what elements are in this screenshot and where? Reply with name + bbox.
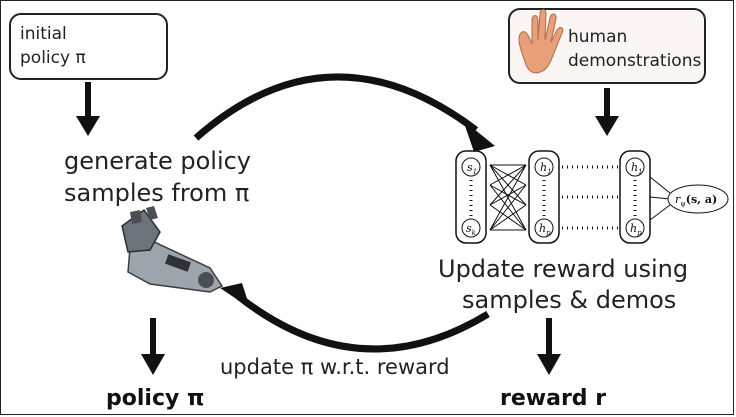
- arrow-policy-down: [141, 318, 165, 375]
- arrow-reward-down: [537, 318, 561, 375]
- svg-text:sk: sk: [466, 222, 476, 237]
- generate-samples-line2: samples from π: [64, 179, 250, 207]
- svg-text:h1: h1: [540, 161, 552, 176]
- arrow-to-policy-update: [220, 283, 490, 353]
- input-node-bottom-sub: k: [472, 229, 476, 237]
- reward-network: s1 sk h1 hp h1 hp rψ(s, a): [455, 150, 729, 244]
- initial-policy-box: [9, 13, 168, 80]
- human-demonstrations-line2: demonstrations: [568, 51, 702, 71]
- generate-samples-line1: generate policy: [64, 147, 252, 175]
- hidden-node-top-sub: 1: [547, 168, 551, 176]
- arrow-initial-down: [76, 82, 100, 136]
- output-layer-top-sub: 1: [638, 168, 642, 176]
- output-layer-bottom-label: h: [630, 222, 637, 235]
- update-reward-line2: samples & demos: [462, 286, 677, 314]
- arrow-to-reward-update: [193, 73, 495, 152]
- reward-output-label: r: [675, 193, 681, 206]
- human-hand-icon: [518, 9, 564, 74]
- input-node-top-label: s: [467, 161, 473, 174]
- output-reward-label: reward r: [500, 386, 607, 411]
- output-layer-top-label: h: [631, 161, 638, 174]
- svg-text:hp: hp: [630, 222, 642, 237]
- hidden-node-bottom-label: h: [539, 222, 546, 235]
- input-node-top-sub: 1: [473, 168, 477, 176]
- output-policy-label: policy π: [106, 386, 205, 411]
- update-policy-label: update π w.r.t. reward: [220, 355, 450, 379]
- initial-policy-line1: initial: [20, 24, 67, 44]
- svg-text:hp: hp: [539, 222, 551, 237]
- svg-text:s1: s1: [467, 161, 477, 176]
- update-reward-line1: Update reward using: [438, 255, 689, 283]
- human-demonstrations-line1: human: [568, 27, 628, 47]
- reward-output-sub: ψ: [680, 200, 686, 208]
- hidden-node-bottom-sub: p: [546, 229, 551, 237]
- robot-arm-icon: [121, 206, 224, 293]
- output-layer-bottom-sub: p: [637, 229, 642, 237]
- arrow-human-down: [595, 88, 619, 136]
- initial-policy-line2: policy π: [20, 48, 86, 68]
- hidden-node-top-label: h: [540, 161, 547, 174]
- reward-output-args: (s, a): [686, 193, 717, 206]
- svg-text:h1: h1: [631, 161, 643, 176]
- input-node-bottom-label: s: [466, 222, 472, 235]
- svg-text:rψ(s, a): rψ(s, a): [675, 193, 717, 208]
